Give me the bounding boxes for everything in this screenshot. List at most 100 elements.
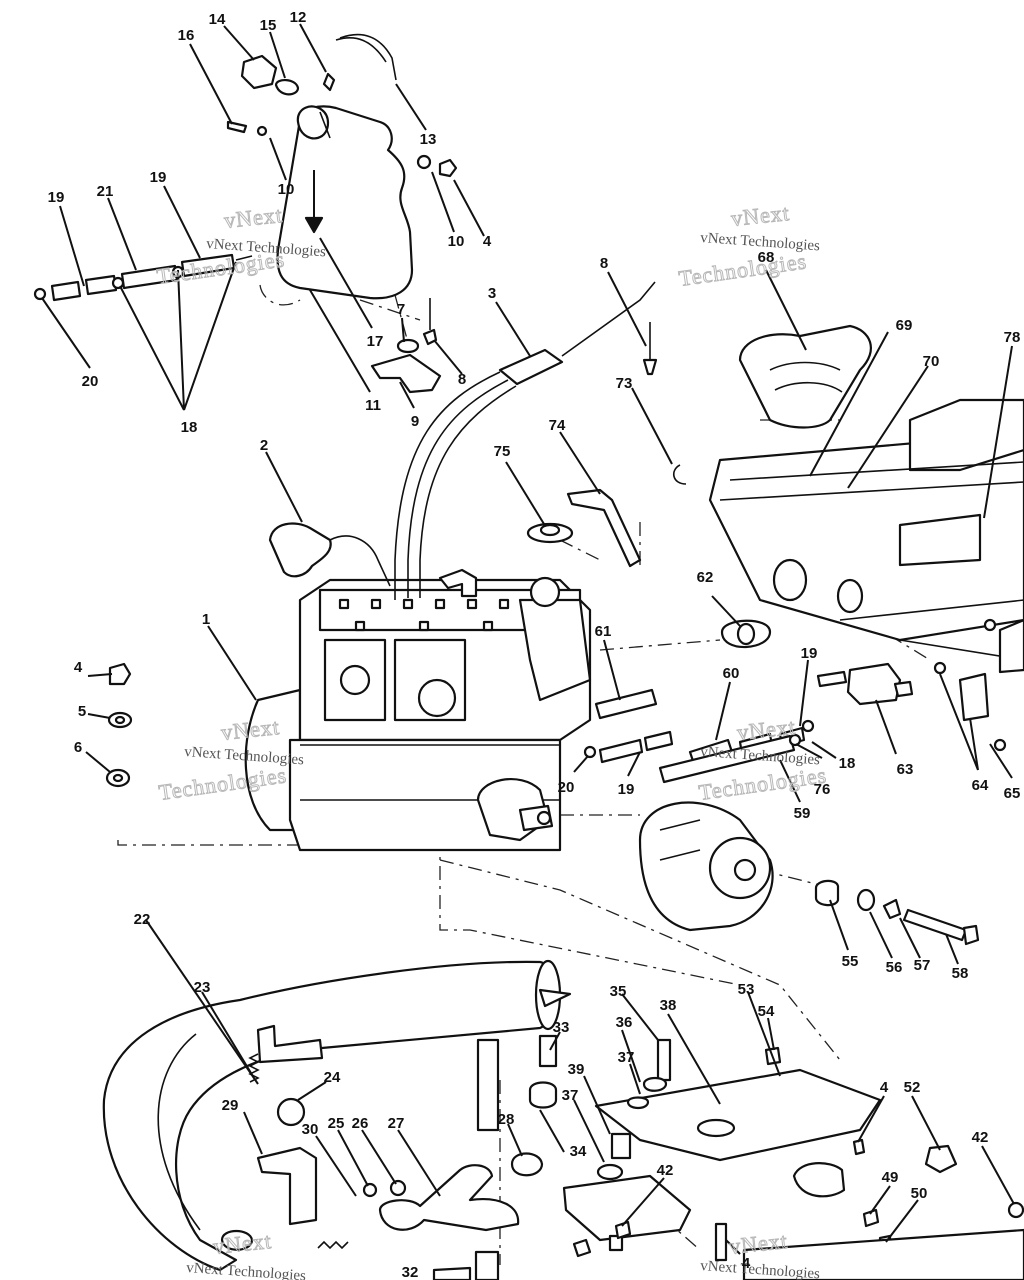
- callout: 69: [896, 317, 913, 334]
- callout: 58: [952, 965, 969, 982]
- callout: 22: [134, 911, 151, 928]
- callout: 29: [222, 1097, 239, 1114]
- callout: 11: [365, 397, 381, 414]
- callout: 60: [723, 665, 740, 682]
- exhaust-pipe: [102, 959, 572, 1272]
- callout: 26: [352, 1115, 369, 1132]
- callout: 35: [610, 983, 627, 1000]
- leader-lines: [41, 23, 1015, 1255]
- callout: 4: [880, 1079, 889, 1096]
- callout: 74: [549, 417, 566, 434]
- callout: 56: [886, 959, 903, 976]
- callout: 27: [388, 1115, 405, 1132]
- drive-clutch: [638, 801, 980, 946]
- callout: 10: [278, 181, 295, 198]
- callout: 28: [498, 1111, 515, 1128]
- callout: 49: [882, 1169, 899, 1186]
- mount-washers: [105, 662, 133, 788]
- callout: 4: [483, 233, 492, 250]
- callout: 70: [923, 353, 940, 370]
- callout: 64: [972, 777, 989, 794]
- callout: 19: [801, 645, 818, 662]
- callout: 5: [78, 703, 86, 720]
- fuel-pump: [816, 618, 1024, 752]
- callout: 21: [97, 183, 114, 200]
- callout: 32: [402, 1264, 419, 1280]
- callout: 15: [260, 17, 277, 34]
- callout: 34: [570, 1143, 587, 1160]
- callout: 59: [794, 805, 811, 822]
- callout: 20: [558, 779, 575, 796]
- callout: 7: [397, 301, 405, 318]
- callout: 53: [738, 981, 755, 998]
- callout: 61: [595, 623, 612, 640]
- callout: 50: [911, 1185, 928, 1202]
- callout: 13: [420, 131, 437, 148]
- callout: 25: [328, 1115, 345, 1132]
- callout: 12: [290, 9, 307, 26]
- callout: 9: [411, 413, 419, 430]
- callout: 18: [839, 755, 856, 772]
- callout: 4: [742, 1255, 751, 1272]
- callout: 30: [302, 1121, 319, 1138]
- callout: 37: [618, 1049, 635, 1066]
- mount-plate: [562, 1038, 1024, 1280]
- throttle-cable: [394, 281, 656, 561]
- oil-tank: [226, 33, 458, 300]
- watermark-brand: vNext: [730, 200, 791, 231]
- callout: 3: [488, 285, 496, 302]
- callout: 54: [758, 1003, 775, 1020]
- callout: 52: [904, 1079, 921, 1096]
- spark-plug-cap: [268, 522, 391, 587]
- callout: 1: [202, 611, 210, 628]
- exhaust-hardware: [248, 1034, 558, 1280]
- callout: 24: [324, 1069, 341, 1086]
- callout: 78: [1004, 329, 1021, 346]
- callout: 73: [616, 375, 633, 392]
- bracket-74: [566, 322, 687, 568]
- callout-numbers: 14 15 12 16 13 10 10 4 19 21 19 20 18 17…: [48, 9, 1021, 1280]
- callout: 37: [562, 1087, 579, 1104]
- callout: 16: [178, 27, 195, 44]
- callout: 17: [367, 333, 384, 350]
- callout: 19: [618, 781, 635, 798]
- grommet-75: [526, 522, 574, 544]
- watermark-brand: vNext: [223, 202, 284, 233]
- callout: 18: [181, 419, 198, 436]
- callout: 19: [150, 169, 167, 186]
- callout: 65: [1004, 785, 1021, 802]
- callout: 8: [458, 371, 466, 388]
- watermark-brand: vNext: [212, 1228, 273, 1259]
- cylinder-head-bolts: [338, 598, 510, 632]
- callout: 6: [74, 739, 82, 756]
- callout: 55: [842, 953, 859, 970]
- watermark-line2: Technologies: [677, 248, 808, 291]
- callout: 4: [74, 659, 83, 676]
- callout: 62: [697, 569, 714, 586]
- callout: 19: [48, 189, 65, 206]
- callout: 63: [897, 761, 914, 778]
- callout: 76: [814, 781, 831, 798]
- watermark-line1: vNext Technologies: [186, 1260, 307, 1280]
- callout: 57: [914, 957, 931, 974]
- oil-lines: [33, 253, 253, 302]
- callout: 2: [260, 437, 268, 454]
- callout: 75: [494, 443, 511, 460]
- air-silencer: [708, 324, 1024, 661]
- callout: 33: [553, 1019, 570, 1036]
- callout: 14: [209, 11, 226, 28]
- callout: 10: [448, 233, 465, 250]
- watermark-line1: vNext Technologies: [700, 1258, 821, 1280]
- bracket-9: [370, 298, 442, 394]
- callout: 42: [657, 1162, 674, 1179]
- callout: 8: [600, 255, 608, 272]
- callout: 68: [758, 249, 775, 266]
- engine-block: [244, 560, 592, 852]
- callout: 20: [82, 373, 99, 390]
- callout: 38: [660, 997, 677, 1014]
- callout: 36: [616, 1014, 633, 1031]
- fuel-line-parts: [583, 619, 815, 784]
- callout: 23: [194, 979, 211, 996]
